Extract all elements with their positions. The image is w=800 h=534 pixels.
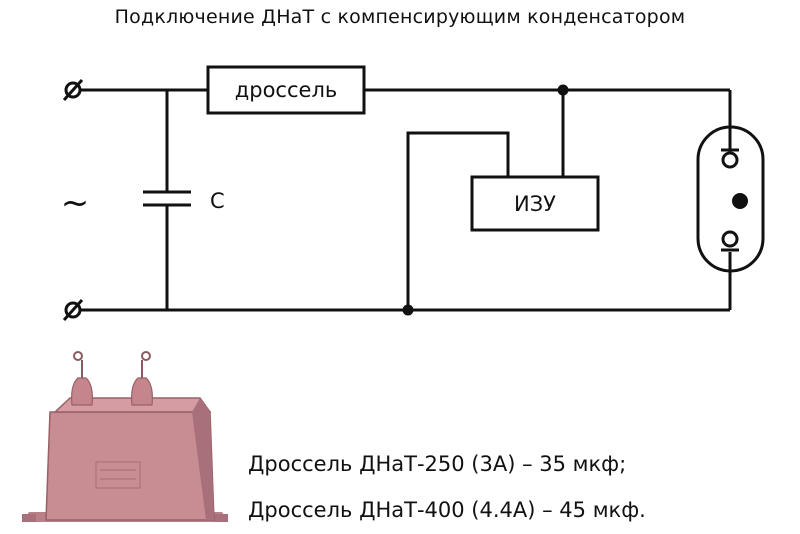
- igniter-label: ИЗУ: [514, 192, 556, 216]
- igniter-box: [470, 175, 600, 232]
- ac-source-symbol: ~: [61, 183, 90, 223]
- choke-box: [206, 65, 366, 115]
- capacitor-photo: [22, 351, 228, 522]
- junction-dot-bottom: [402, 304, 414, 316]
- capacitor-symbol: [143, 190, 191, 207]
- igniter-lead-left: [406, 131, 510, 310]
- wires: [90, 88, 732, 312]
- note-dnat-250: Дроссель ДНаТ-250 (3А) – 35 мкф;: [248, 452, 627, 476]
- hps-lamp-symbol: [696, 125, 765, 273]
- page-title: Подключение ДНаТ с компенсирующим конден…: [114, 6, 686, 28]
- capacitor-label: С: [210, 189, 225, 213]
- junction-dot-top: [557, 84, 569, 96]
- terminal-top: [62, 78, 90, 102]
- choke-label: дроссель: [235, 78, 338, 102]
- note-dnat-400: Дроссель ДНаТ-400 (4.4А) – 45 мкф.: [248, 498, 646, 522]
- terminal-bottom: [62, 298, 90, 322]
